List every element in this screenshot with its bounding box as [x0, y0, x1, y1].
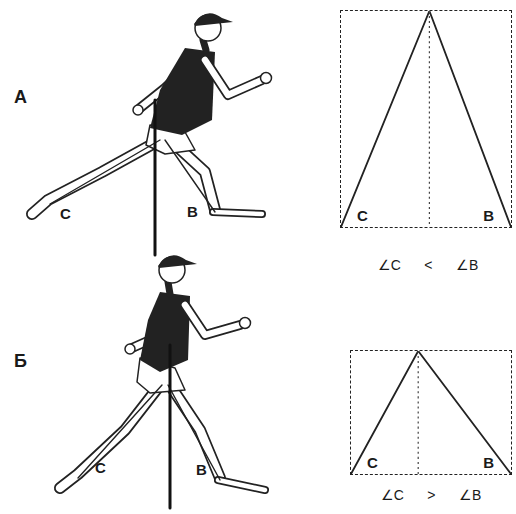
- figure-letter: В: [187, 204, 198, 219]
- angle-letter: В: [483, 208, 494, 223]
- angle-triangle-box: СВ: [350, 350, 512, 475]
- triangle-sides: [341, 11, 511, 227]
- figure-letter: С: [60, 206, 71, 221]
- angle-letter: С: [367, 455, 378, 470]
- triangle-outline: [341, 11, 511, 227]
- figure-letter: А: [14, 88, 27, 106]
- walker-a: [32, 13, 272, 255]
- figure-letter: В: [196, 462, 207, 477]
- walker-b: [60, 255, 265, 508]
- triangle-sides: [351, 351, 511, 474]
- angle-relation: ∠С < ∠В: [342, 258, 514, 272]
- angle-letter: С: [357, 208, 368, 223]
- figure-letter: С: [95, 460, 106, 475]
- height-line: [429, 11, 430, 227]
- angle-triangle-box: СВ: [340, 10, 512, 228]
- angle-letter: В: [483, 455, 494, 470]
- angle-relation: ∠С > ∠В: [350, 488, 512, 502]
- figure-letter: Б: [14, 352, 27, 370]
- height-line: [418, 351, 419, 474]
